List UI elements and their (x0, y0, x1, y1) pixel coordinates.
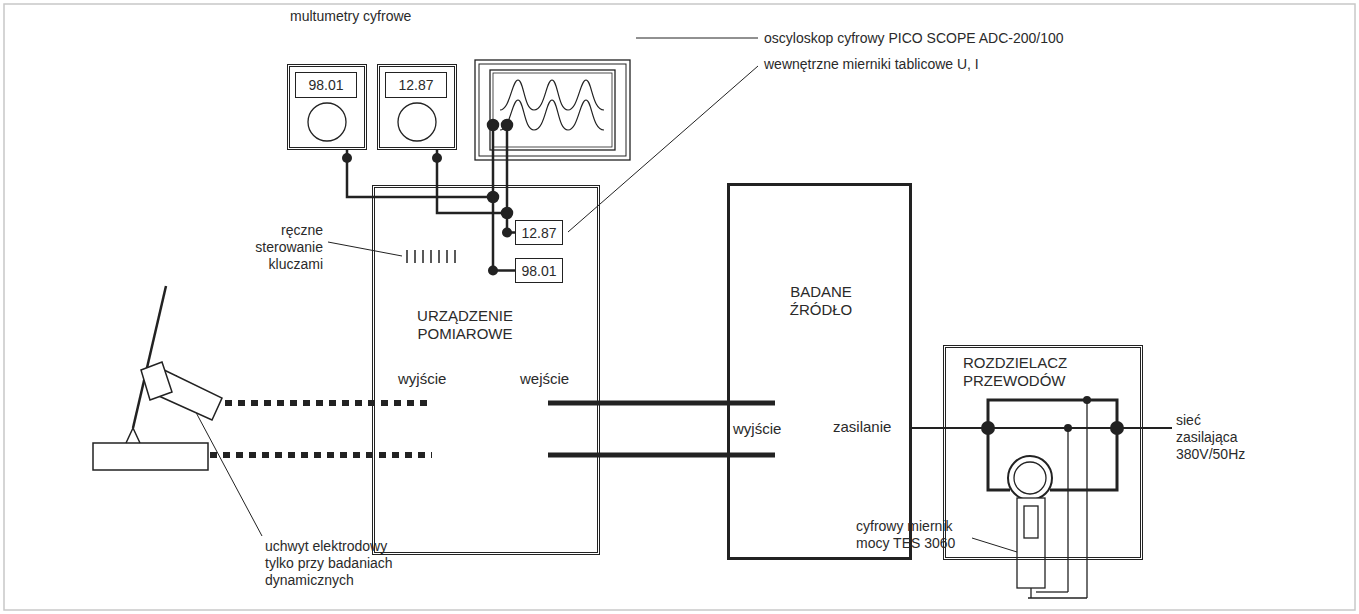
callout-label: uchwyt elektrodowy tylko przy badaniach … (265, 538, 415, 589)
dial (308, 103, 346, 141)
output-cables (210, 403, 432, 455)
device-title: URZĄDZENIE POMIAROWE (410, 307, 520, 343)
meter-reading: 12.87 (385, 72, 447, 98)
callout-label: cyfrowy miernik mocy TES 3060 (856, 518, 968, 552)
terminal-dot (342, 153, 352, 163)
callout-label: wewnętrzne mierniki tablicowe U, I (764, 56, 979, 73)
port-label: wejście (520, 370, 569, 388)
panel-meter: 98.01 (515, 258, 563, 283)
switch-marks (407, 250, 455, 263)
connector-wire (600, 401, 727, 406)
supply-label: sieć zasilająca 380V/50Hz (1176, 412, 1256, 463)
connector-wire (437, 150, 515, 233)
junction-dot (502, 228, 512, 238)
port-label: wyjście (733, 420, 781, 438)
terminal-dot (432, 153, 442, 163)
electrode-holder (93, 286, 222, 470)
dial (398, 103, 436, 141)
scope-wires (488, 120, 512, 218)
junction-dot (488, 266, 498, 276)
port-label: zasilanie (833, 418, 891, 436)
multimeter: 12.87 (377, 64, 457, 150)
meter-reading: 98.01 (295, 72, 357, 98)
leader-lines (176, 38, 1017, 552)
callout-label: ręczne sterowanie kluczami (243, 222, 323, 273)
port-label: wyjście (398, 370, 446, 388)
measuring-device: URZĄDZENIE POMIAROWE wyjście wejście 12.87 9… (372, 185, 600, 555)
panel-meter: 12.87 (515, 220, 563, 245)
meter-reading: 12.87 (515, 220, 563, 245)
callout-label: oscyloskop cyfrowy PICO SCOPE ADC-200/10… (764, 30, 1064, 47)
wire-distributor: ROZDZIELACZ PRZEWODÓW (943, 345, 1143, 560)
figure-frame (4, 4, 1355, 610)
multimeter: 98.01 (287, 64, 367, 150)
source-title: BADANE ŹRÓDŁO (775, 283, 867, 319)
oscilloscope (475, 60, 630, 160)
distributor-dots (981, 396, 1124, 435)
meter-reading: 98.01 (515, 258, 563, 283)
distributor-wiring (943, 400, 1172, 598)
connector-wire (912, 427, 943, 429)
group-label: multumetry cyfrowe (290, 8, 411, 25)
distributor-title: ROZDZIELACZ PRZEWODÓW (963, 354, 1093, 390)
power-meter (1017, 498, 1045, 598)
tested-source: BADANE ŹRÓDŁO wyjście zasilanie (727, 183, 912, 560)
connector-wire (600, 453, 727, 458)
